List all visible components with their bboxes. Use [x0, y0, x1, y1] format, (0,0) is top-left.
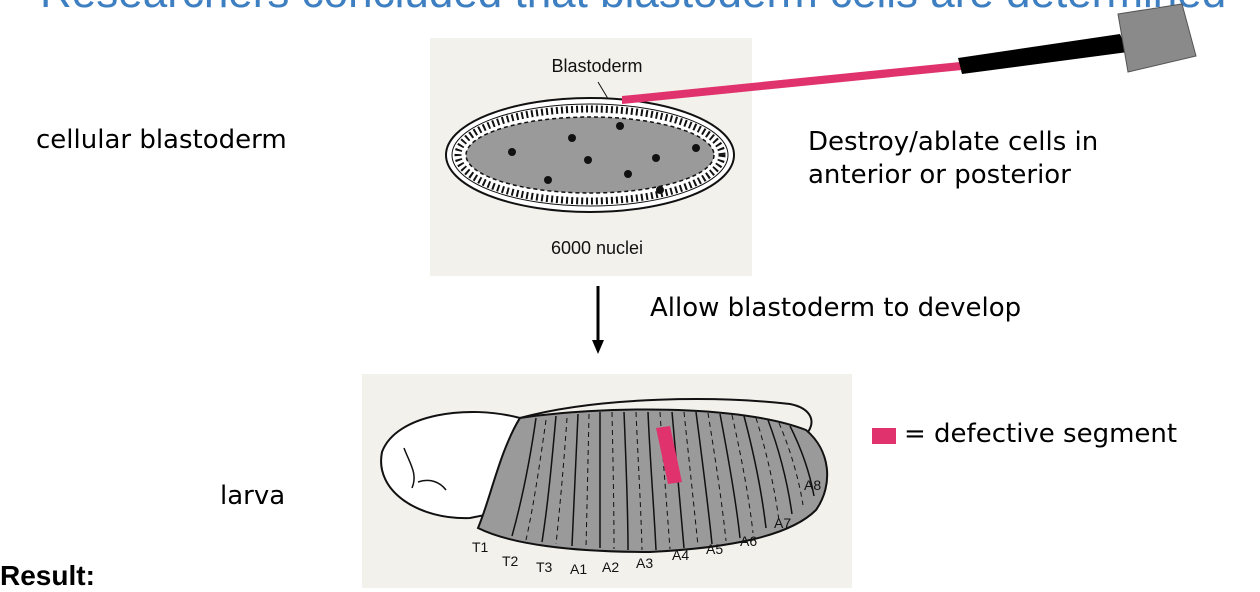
- segment-label-t2: T2: [502, 553, 519, 569]
- ablation-instruction: Destroy/ablate cells in anterior or post…: [808, 126, 1098, 191]
- segment-label-a3: A3: [636, 555, 653, 571]
- needle-tip: [958, 34, 1128, 74]
- segment-divider: [623, 411, 629, 551]
- nuclei-caption: 6000 nuclei: [551, 238, 643, 258]
- dashed-guide: [683, 411, 699, 547]
- yolk-nucleus: [692, 144, 700, 152]
- yolk-nucleus: [584, 156, 592, 164]
- segment-divider: [767, 419, 793, 515]
- segment-divider: [511, 417, 537, 537]
- result-label: Result:: [0, 560, 95, 591]
- yolk-nucleus: [544, 176, 552, 184]
- segment-label-a2: A2: [602, 559, 619, 575]
- larva-dorsal-outline: [519, 398, 813, 433]
- larva-figure: T1 T2 T3 A1 A2 A3 A4 A5 A6 A7 A8: [362, 374, 852, 588]
- blastoderm-caption: Blastoderm: [551, 56, 642, 76]
- cellular-blastoderm-label: cellular blastoderm: [36, 125, 287, 155]
- development-arrow: [592, 286, 604, 354]
- ablation-instruction-line2: anterior or posterior: [808, 159, 1071, 190]
- ablation-needle: [622, 3, 1197, 104]
- defective-segment-marker: [656, 426, 682, 484]
- needle-laser-beam: [622, 62, 962, 104]
- dashed-guide: [707, 412, 727, 542]
- needle-body: [1117, 3, 1197, 73]
- segment-label-a7: A7: [774, 515, 791, 531]
- segment-label-a1: A1: [570, 561, 587, 577]
- arrow-head: [592, 340, 604, 354]
- legend-label: = defective segment: [904, 419, 1178, 449]
- yolk-nucleus: [616, 122, 624, 130]
- segment-divider: [719, 413, 741, 539]
- embryo-cell-layer-dashes: [454, 105, 726, 205]
- yolk-nucleus: [624, 170, 632, 178]
- segment-label-t3: T3: [536, 559, 553, 575]
- larva-label: larva: [220, 481, 286, 511]
- segment-label-a8: A8: [804, 477, 821, 493]
- larva-head-detail: [403, 447, 447, 491]
- segment-divider: [647, 411, 657, 551]
- dashed-guide: [778, 422, 804, 506]
- develop-label: Allow blastoderm to develop: [650, 293, 1022, 323]
- embryo-yolk: [465, 116, 715, 194]
- segment-label-a6: A6: [740, 533, 757, 549]
- dashed-guide: [731, 414, 754, 534]
- dashed-guide: [525, 419, 547, 541]
- segment-label-a5: A5: [706, 541, 723, 557]
- dashed-guide: [755, 417, 780, 522]
- blastoderm-embryo: [445, 97, 735, 213]
- yolk-nucleus: [568, 134, 576, 142]
- larva-dashed-guides: [525, 411, 804, 551]
- slide-title: Researchers concluded that blastoderm ce…: [40, 0, 1226, 18]
- yolk-nucleus: [656, 186, 664, 194]
- dashed-guide: [555, 417, 568, 545]
- legend-swatch: [872, 428, 896, 444]
- yolk-nucleus: [508, 148, 516, 156]
- segment-labels: T1 T2 T3 A1 A2 A3 A4 A5 A6 A7 A8: [472, 477, 821, 577]
- segment-label-a4: A4: [672, 547, 689, 563]
- segment-divider: [571, 413, 579, 547]
- yolk-nucleus: [652, 154, 660, 162]
- segment-label-t1: T1: [472, 539, 489, 555]
- segment-divider: [743, 415, 767, 529]
- dashed-guide: [585, 413, 590, 549]
- ablation-instruction-line1: Destroy/ablate cells in: [808, 127, 1099, 157]
- segment-divider: [541, 415, 557, 543]
- segment-divider: [695, 411, 713, 545]
- segment-divider: [789, 425, 815, 497]
